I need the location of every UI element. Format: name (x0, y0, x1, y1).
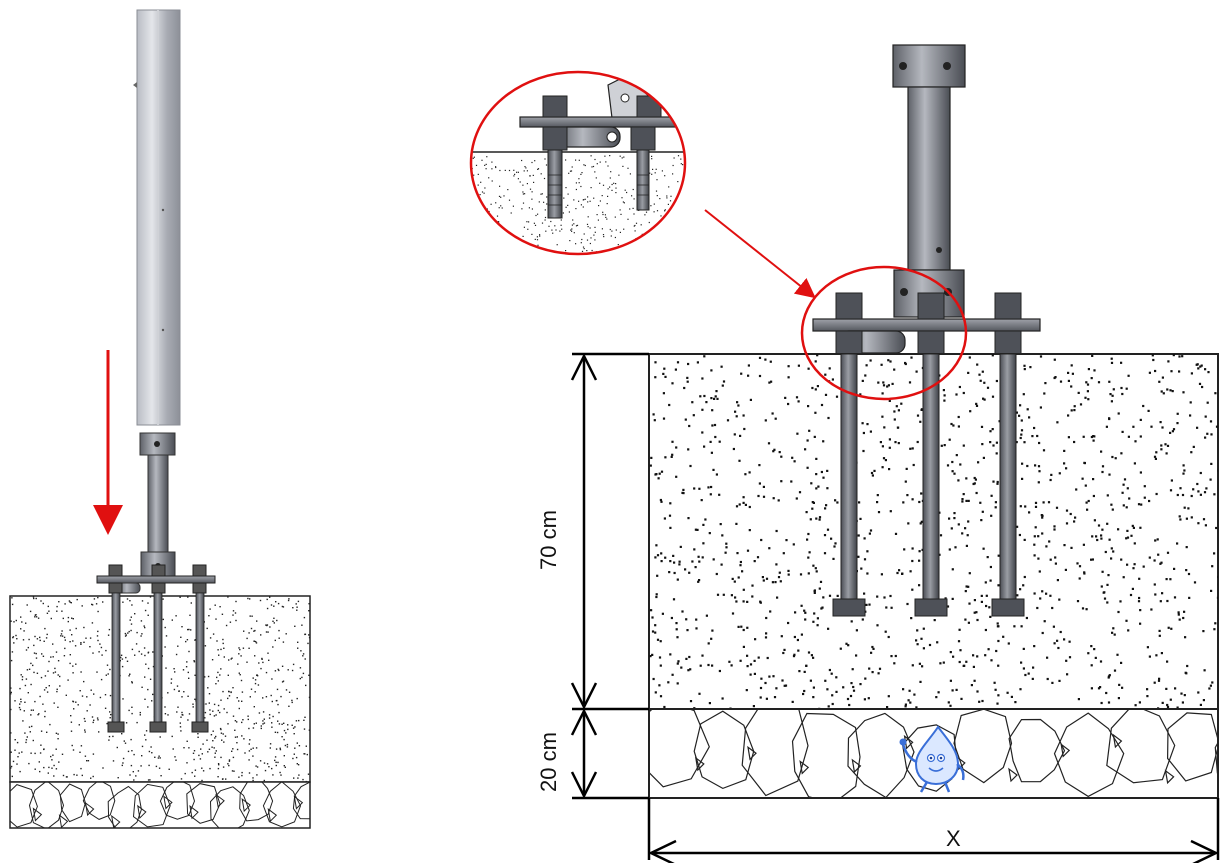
left-gravel-layer (9, 781, 311, 829)
right-anchor-rods (832, 353, 1025, 617)
right-assembly: 70 cm 20 cm X (469, 44, 1220, 863)
right-socket-tube (907, 86, 951, 271)
detail-highlight-circle (800, 265, 968, 401)
height-70-label: 70 cm (536, 510, 561, 570)
left-socket-tube (147, 454, 169, 553)
width-x-label: X (946, 826, 961, 851)
right-base-plate (812, 318, 1041, 332)
dimension-lines (570, 352, 1220, 863)
zoom-detail (469, 70, 687, 256)
left-anchor-rods (107, 592, 209, 733)
detail-pointer-arrow (704, 209, 816, 299)
water-drop-mascot-icon (899, 725, 965, 793)
height-20-label: 20 cm (536, 732, 561, 792)
left-assembly (9, 9, 311, 829)
left-base-plate (96, 575, 216, 584)
